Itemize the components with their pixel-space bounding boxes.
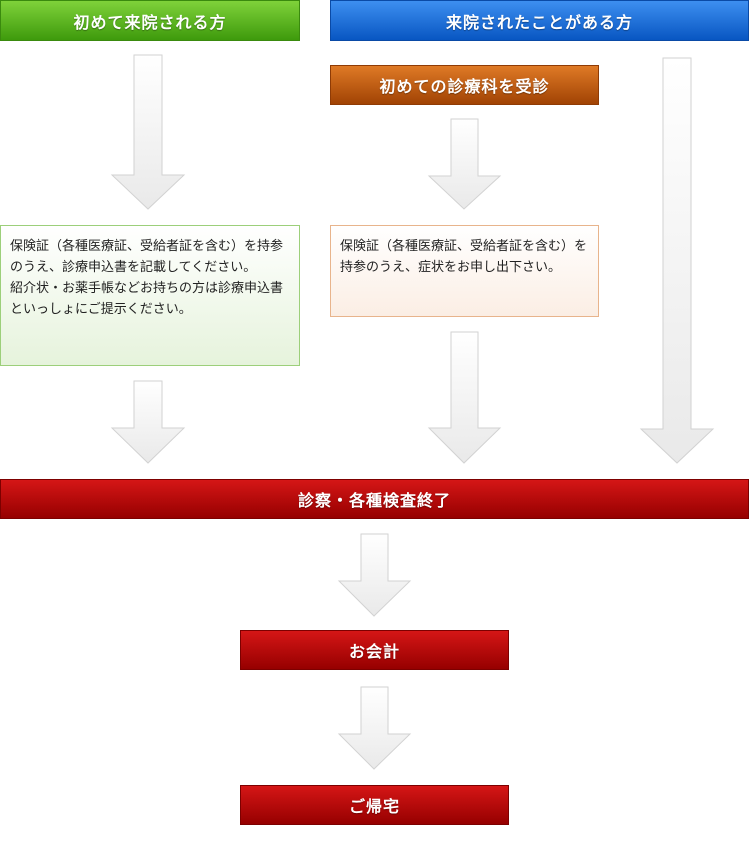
down-arrow-icon xyxy=(639,57,715,464)
step-exam-complete: 診察・各種検査終了 xyxy=(0,479,749,519)
down-arrow-icon xyxy=(110,54,186,210)
header-first-visit: 初めて来院される方 xyxy=(0,0,300,41)
note-first-visit: 保険証（各種医療証、受給者証を含む）を持参のうえ、診療申込書を記載してください。… xyxy=(0,225,300,366)
down-arrow-icon xyxy=(110,380,186,464)
header-first-department: 初めての診療科を受診 xyxy=(330,65,599,105)
down-arrow-icon xyxy=(337,533,412,617)
note-first-visit-line2: 紹介状・お薬手帳などお持ちの方は診療申込書といっしょにご提示ください。 xyxy=(10,281,284,317)
step-payment: お会計 xyxy=(240,630,509,670)
note-first-department: 保険証（各種医療証、受給者証を含む）を持参のうえ、症状をお申し出下さい。 xyxy=(330,225,599,317)
step-go-home: ご帰宅 xyxy=(240,785,509,825)
down-arrow-icon xyxy=(427,331,502,464)
down-arrow-icon xyxy=(427,118,502,210)
note-first-department-text: 保険証（各種医療証、受給者証を含む）を持参のうえ、症状をお申し出下さい。 xyxy=(340,239,588,275)
down-arrow-icon xyxy=(337,686,412,770)
note-first-visit-line1: 保険証（各種医療証、受給者証を含む）を持参のうえ、診療申込書を記載してください。 xyxy=(10,239,284,275)
header-returning: 来院されたことがある方 xyxy=(330,0,749,41)
